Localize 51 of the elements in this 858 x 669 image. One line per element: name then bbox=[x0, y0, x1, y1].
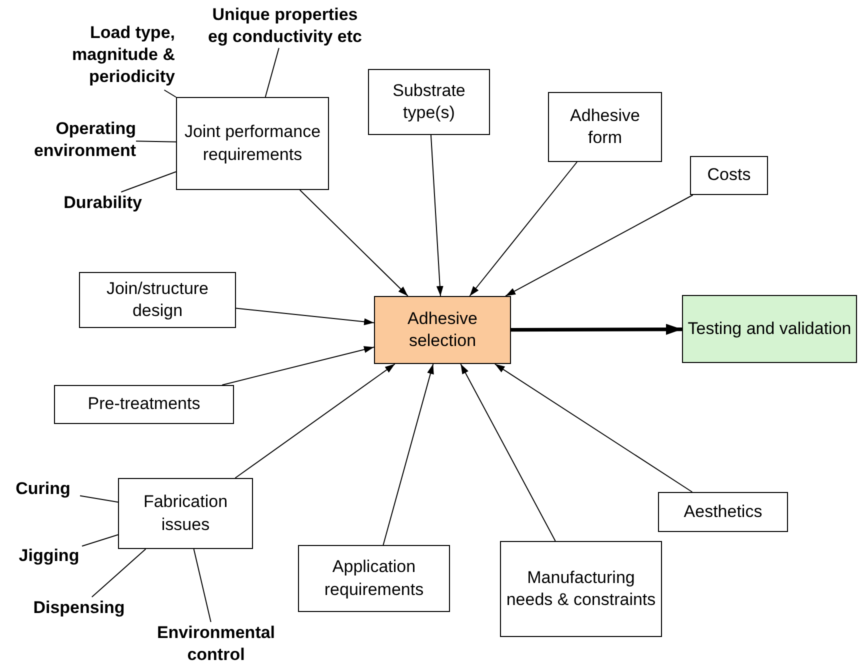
connector-line bbox=[91, 548, 146, 598]
arrow bbox=[505, 194, 694, 296]
arrow bbox=[511, 324, 682, 335]
connector-line bbox=[136, 140, 176, 142]
box-label: Joint performance requirements bbox=[183, 121, 322, 166]
arrow bbox=[469, 162, 578, 296]
process-box bbox=[54, 385, 234, 424]
process-box bbox=[176, 97, 329, 190]
connector-line bbox=[193, 548, 212, 622]
box-label: Manufacturing needs & constraints bbox=[505, 566, 657, 611]
arrow bbox=[382, 364, 434, 546]
connector-line bbox=[82, 534, 118, 547]
arrow bbox=[430, 134, 444, 296]
process-box bbox=[658, 492, 788, 532]
connector-line bbox=[264, 48, 280, 98]
process-box bbox=[298, 545, 450, 612]
arrow bbox=[222, 346, 374, 386]
arrow bbox=[299, 190, 408, 296]
note-text: Operating environment bbox=[28, 117, 136, 163]
box-label: Adhesive form bbox=[569, 104, 641, 149]
process-box bbox=[548, 92, 662, 162]
box-label: Adhesive selection bbox=[406, 308, 478, 352]
note-text: Jigging bbox=[16, 545, 82, 568]
process-box bbox=[682, 295, 857, 363]
box-label: Substrate type(s) bbox=[392, 80, 466, 124]
process-box bbox=[118, 478, 253, 549]
note-text: Environmental control bbox=[138, 622, 294, 666]
box-label: Join/structure design bbox=[105, 278, 210, 322]
connector-line bbox=[120, 171, 176, 192]
note-text: Curing bbox=[6, 478, 80, 501]
arrow bbox=[460, 364, 556, 542]
process-box bbox=[690, 156, 768, 195]
box-label: Testing and validation bbox=[688, 318, 852, 340]
box-label: Costs bbox=[707, 164, 751, 186]
connector-line bbox=[164, 90, 176, 98]
note-text: Load type, magnitude & periodicity bbox=[38, 20, 175, 90]
box-label: Fabrication issues bbox=[142, 491, 229, 536]
arrow bbox=[236, 308, 374, 326]
arrow bbox=[494, 364, 693, 492]
box-label: Aesthetics bbox=[684, 500, 762, 523]
box-label: Pre-treatments bbox=[88, 393, 200, 416]
process-box bbox=[368, 69, 490, 135]
box-label: Application requirements bbox=[323, 556, 425, 600]
connector-line bbox=[80, 495, 118, 503]
note-text: Dispensing bbox=[20, 597, 138, 620]
process-box bbox=[500, 541, 662, 637]
note-text: Durability bbox=[38, 192, 142, 215]
process-box bbox=[374, 296, 511, 364]
arrow bbox=[234, 364, 396, 478]
process-box bbox=[79, 272, 236, 328]
note-text: Unique properties eg conductivity etc bbox=[203, 4, 367, 48]
